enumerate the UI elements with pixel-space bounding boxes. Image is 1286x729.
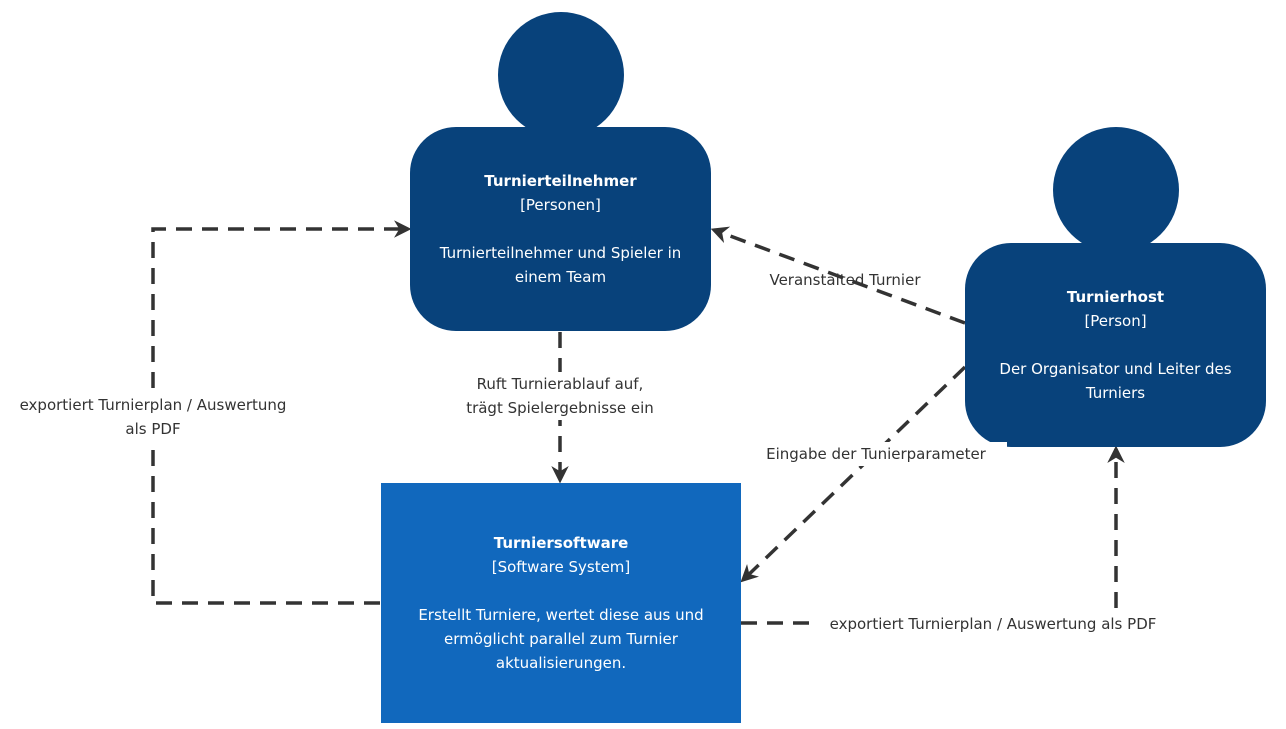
participant-person[interactable]: Turnierteilnehmer [Personen] Turnierteil… [410,127,711,331]
participant-name: Turnierteilnehmer [484,172,637,190]
software-description: Erstellt Turniere, wertet diese aus und … [418,606,704,672]
host-type: [Person] [1084,312,1147,330]
software-type: [Software System] [491,558,631,576]
label-participant-to-software-1: Ruft Turnierablauf auf, [430,372,690,396]
host-person[interactable]: Turnierhost [Person] Der Organisator und… [965,243,1266,447]
edge-host-to-participant [710,226,966,325]
edge-software-to-participant [151,220,412,605]
host-description: Der Organisator und Leiter des Turniers [999,360,1232,402]
host-name: Turnierhost [1066,288,1165,306]
participant-type: [Personen] [520,196,601,214]
software-system[interactable]: Turniersoftware [Software System] Erstel… [381,483,741,723]
label-software-to-participant-2: als PDF [2,417,304,441]
edge-software-to-host [741,445,1125,625]
participant-head [498,12,624,138]
edge-host-to-software [740,365,967,583]
software-name: Turniersoftware [493,534,629,552]
label-host-to-participant: Veranstalted Turnier [769,271,921,289]
label-software-to-participant-1: exportiert Turnierplan / Auswertung [2,393,304,417]
participant-description: Turnierteilnehmer und Spieler in einem T… [439,244,682,286]
label-host-to-software: Eingabe der Tunierparameter [745,442,1007,466]
label-participant-to-software-2: trägt Spielergebnisse ein [430,396,690,420]
label-software-to-host: exportiert Turnierplan / Auswertung als … [810,612,1176,636]
host-head [1053,127,1179,253]
